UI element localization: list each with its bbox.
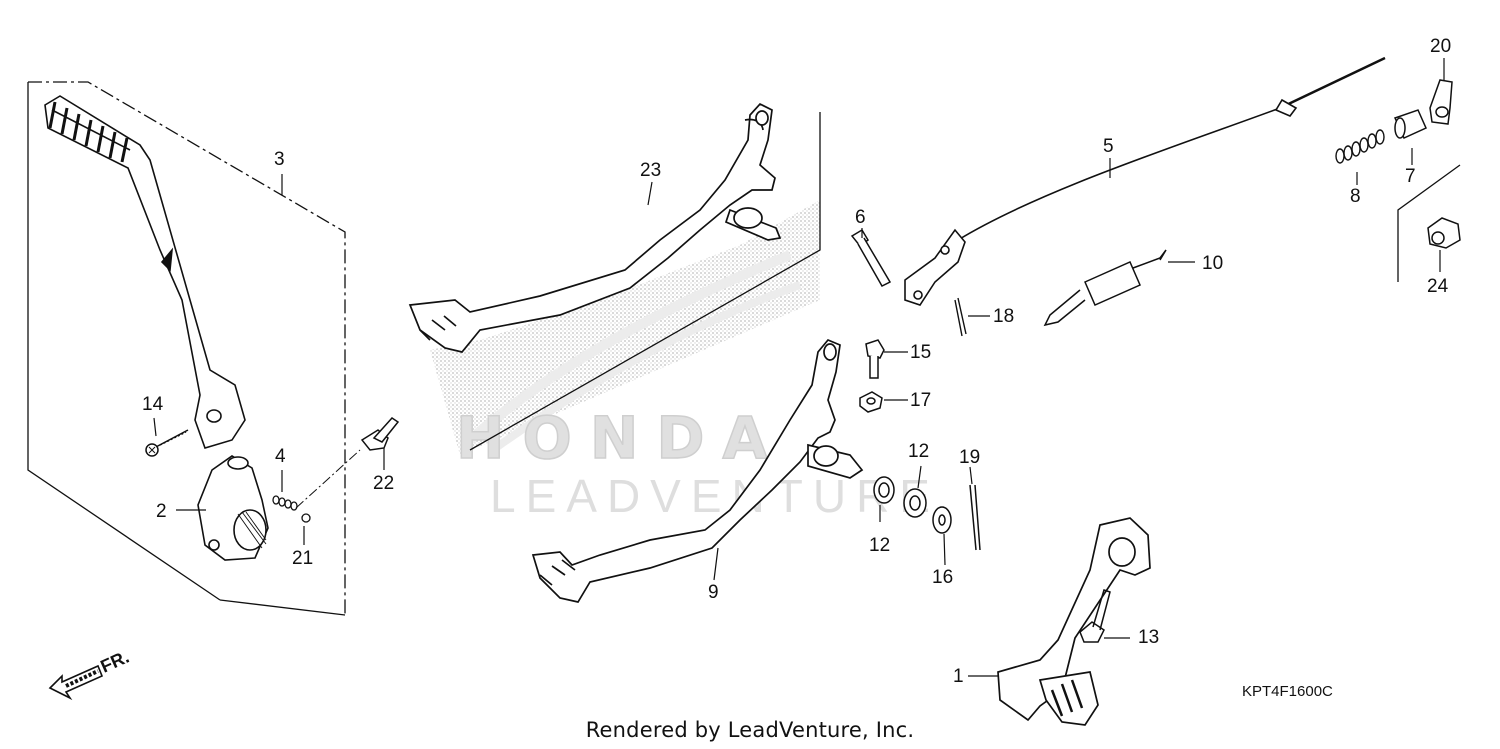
callout-13: 13 xyxy=(1138,627,1160,648)
callout-23: 23 xyxy=(640,160,662,181)
callout-10: 10 xyxy=(1202,253,1224,274)
group-frame-24 xyxy=(1397,164,1461,282)
washer-part-16 xyxy=(932,506,952,534)
washer-part-12b xyxy=(903,488,927,518)
watermark-brand-text: HONDA xyxy=(456,404,785,472)
footer-credit: Rendered by LeadVenture, Inc. xyxy=(585,718,915,742)
ball-part-21 xyxy=(301,513,311,523)
callout-18: 18 xyxy=(993,306,1015,327)
bolt-part-15 xyxy=(865,339,885,379)
nut-part-17 xyxy=(859,391,883,413)
callout-12-lower: 12 xyxy=(869,535,891,556)
front-indicator-label: FR. xyxy=(97,647,132,677)
cotter-pin-part-19 xyxy=(969,484,981,551)
callout-21: 21 xyxy=(292,548,314,569)
bolt-part-22 xyxy=(360,417,400,451)
callout-16: 16 xyxy=(932,567,954,588)
brake-pedal-part-1 xyxy=(997,517,1151,726)
adjust-nut-part-20 xyxy=(1429,79,1453,125)
callout-6: 6 xyxy=(855,207,866,228)
callout-2: 2 xyxy=(156,501,167,522)
honda-watermark xyxy=(430,200,820,456)
callout-17: 17 xyxy=(910,390,932,411)
nut-part-24 xyxy=(1427,217,1461,249)
callout-9: 9 xyxy=(708,582,719,603)
callout-7: 7 xyxy=(1405,166,1416,187)
callout-8: 8 xyxy=(1350,186,1361,207)
kick-lever-group-frame xyxy=(27,81,346,616)
callout-4: 4 xyxy=(275,446,286,467)
shading-frame-23 xyxy=(469,112,821,451)
leader-lines xyxy=(153,58,1445,677)
spring-part-4 xyxy=(272,495,298,511)
watermark-dealer-text: LEADVENTURE xyxy=(490,470,940,522)
kick-lever-part-3 xyxy=(44,95,246,449)
callout-5: 5 xyxy=(1103,136,1114,157)
joint-part-7 xyxy=(1393,109,1427,139)
kick-boss-part-2 xyxy=(197,455,269,561)
footpeg-bracket-part-23 xyxy=(408,102,782,353)
cotter-pin-part-18 xyxy=(954,297,967,337)
front-direction-arrow-icon xyxy=(48,664,104,701)
callout-24: 24 xyxy=(1427,276,1449,297)
callout-22: 22 xyxy=(373,473,395,494)
spring-part-8 xyxy=(1335,129,1385,164)
callout-19: 19 xyxy=(959,447,981,468)
callout-20: 20 xyxy=(1430,36,1452,57)
callout-12-upper: 12 xyxy=(908,441,930,462)
callout-1: 1 xyxy=(953,666,964,687)
callout-14: 14 xyxy=(142,394,164,415)
diagram-code: KPT4F1600C xyxy=(1242,683,1333,700)
screw-part-14 xyxy=(145,429,189,457)
washer-part-12a xyxy=(873,476,895,504)
brake-rod-part-5 xyxy=(904,56,1386,306)
footpeg-bracket-part-9 xyxy=(531,338,864,603)
callout-3: 3 xyxy=(274,149,285,170)
callout-15: 15 xyxy=(910,342,932,363)
bolt-part-13 xyxy=(1079,589,1111,643)
return-spring-part-10 xyxy=(1043,249,1167,327)
pin-part-6 xyxy=(850,228,892,287)
